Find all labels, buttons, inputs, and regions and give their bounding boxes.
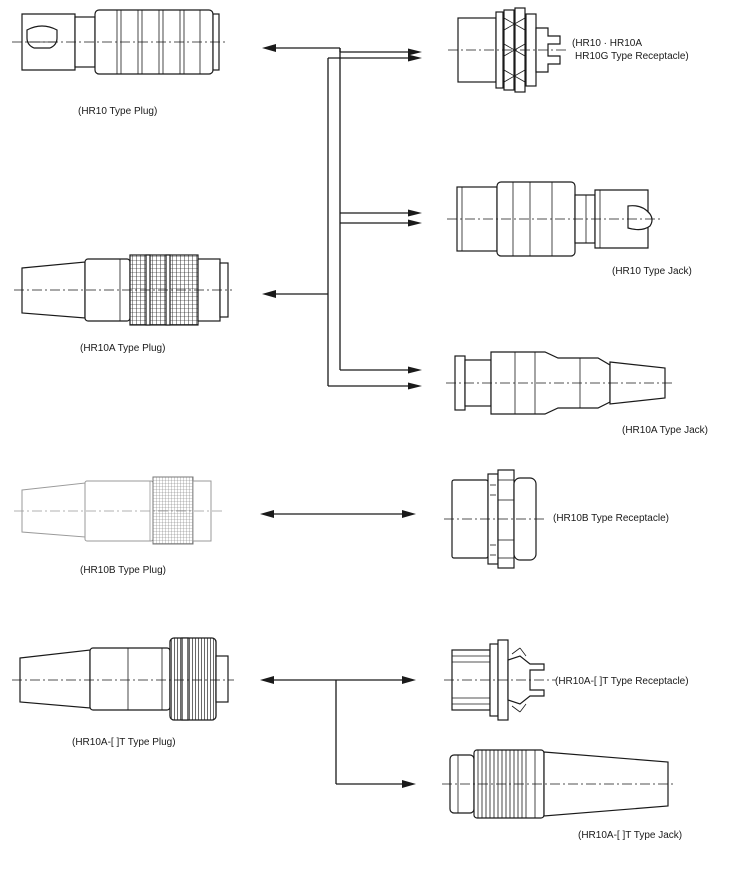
hr10at-receptacle-label: (HR10A-[ ]T Type Receptacle) <box>555 676 689 687</box>
arrowheads <box>260 44 422 788</box>
hr10b-receptacle-drawing <box>444 469 546 569</box>
hr10a-jack-drawing <box>446 351 672 415</box>
hr10-receptacle-label-line2: HR10G Type Receptacle) <box>575 51 689 62</box>
hr10-plug-drawing <box>12 9 228 75</box>
hr10at-jack-drawing <box>442 749 676 819</box>
hr10-receptacle-drawing <box>448 7 566 93</box>
hr10at-jack-label: (HR10A-[ ]T Type Jack) <box>578 830 683 841</box>
hr10at-plug-drawing <box>12 637 234 721</box>
hr10-plug-label: (HR10 Type Plug) <box>78 106 158 117</box>
hr10b-plug-label: (HR10B Type Plug) <box>80 565 166 576</box>
hr10a-plug-label: (HR10A Type Plug) <box>80 343 166 354</box>
hr10-receptacle-label-line1: (HR10 · HR10A <box>572 38 643 49</box>
hr10b-receptacle-label: (HR10B Type Receptacle) <box>553 513 669 524</box>
hr10a-jack-label: (HR10A Type Jack) <box>622 425 708 436</box>
hr10at-receptacle-drawing <box>444 639 556 721</box>
hr10-jack-drawing <box>447 181 662 257</box>
hr10-jack-label: (HR10 Type Jack) <box>612 266 692 277</box>
hr10a-plug-drawing <box>14 254 232 326</box>
connection-lines <box>272 47 410 785</box>
hr10b-plug-drawing <box>14 476 222 545</box>
hr10at-plug-label: (HR10A-[ ]T Type Plug) <box>72 737 176 748</box>
